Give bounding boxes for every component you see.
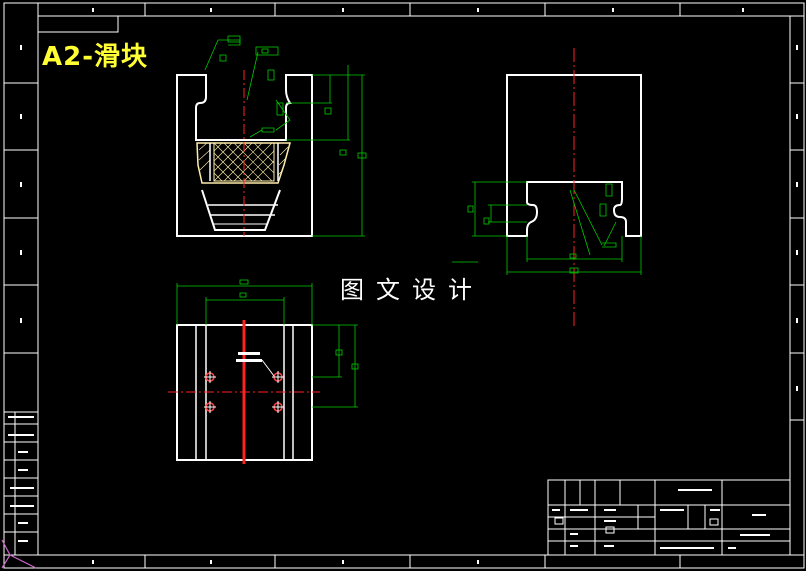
top-plan-view — [168, 320, 320, 464]
front-view-outline — [176, 74, 313, 237]
title-block — [547, 479, 791, 556]
top-view-dimensions — [176, 279, 359, 408]
revision-table — [3, 411, 39, 556]
revision-table-marks — [8, 416, 34, 542]
side-view-outline — [506, 74, 642, 237]
side-view-dimensions — [452, 181, 642, 275]
front-view-hatched-insert — [196, 142, 291, 184]
front-section-view — [176, 70, 313, 237]
ucs-icon — [1, 539, 37, 569]
hole-callout — [236, 352, 262, 362]
zone-ticks — [20, 8, 798, 564]
watermark-text: 图文设计 — [340, 276, 484, 304]
drawing-title: A2-滑块 — [42, 42, 149, 72]
front-view-dimensions — [204, 35, 367, 237]
front-view-cavity — [201, 189, 281, 231]
hatch-lines — [198, 142, 289, 182]
title-block-marks — [552, 489, 770, 549]
side-view — [506, 48, 642, 326]
sheet-frame — [3, 2, 805, 569]
